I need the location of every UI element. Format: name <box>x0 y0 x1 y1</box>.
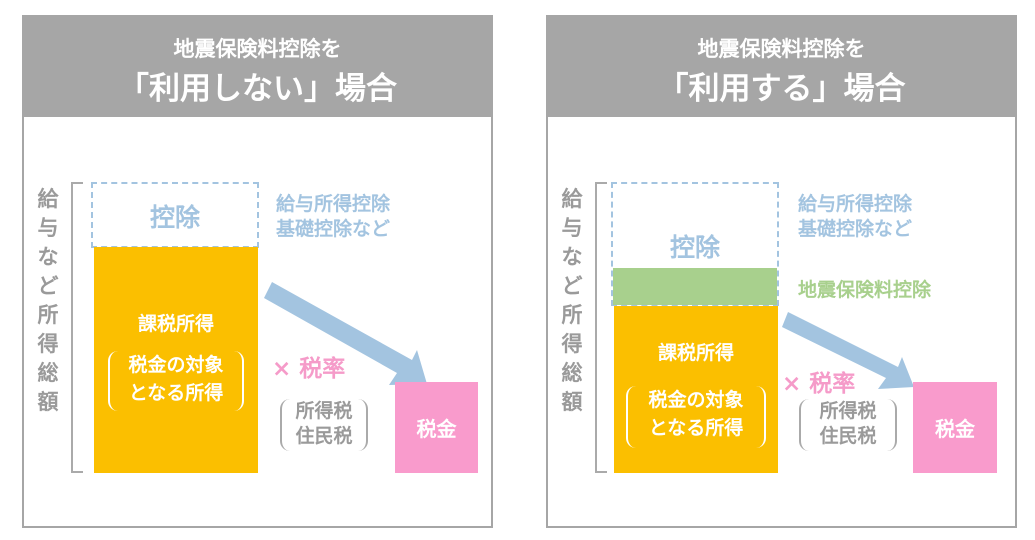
total-bracket <box>71 182 83 473</box>
tax-type-income: 所得税 <box>819 400 877 422</box>
panel-header: 地震保険料控除を 「利用しない」場合 <box>22 15 493 117</box>
deduction-note-2: 基礎控除など <box>798 218 913 240</box>
deduction-label: 控除 <box>669 233 720 262</box>
tax-types: 所得税 住民税 <box>799 399 897 451</box>
taxable-income-label: 課税所得 <box>657 342 734 364</box>
tax-rate-label: × 税率 <box>272 356 346 382</box>
total-income-label: 給与など所得総額 <box>37 187 59 414</box>
header-line1: 地震保険料控除を <box>697 37 866 61</box>
taxable-note-1: 税金の対象 <box>128 354 224 376</box>
total-bracket <box>595 182 607 473</box>
taxable-note-2: となる所得 <box>128 382 224 404</box>
panel-without-deduction: 地震保険料控除を 「利用しない」場合 給与など所得総額 控除 給与所得控除 基礎… <box>22 15 493 528</box>
tax-types: 所得税 住民税 <box>280 399 368 451</box>
taxable-income-box: 課税所得 税金の対象 となる所得 <box>614 306 778 473</box>
total-income-label: 給与など所得総額 <box>561 187 583 414</box>
deduction-note-1: 給与所得控除 <box>276 193 391 215</box>
tax-rate-label: × 税率 <box>782 371 856 397</box>
panel-with-deduction: 地震保険料控除を 「利用する」場合 給与など所得総額 控除 給与所得控除 基礎控… <box>546 15 1017 528</box>
header-line2: 「利用する」場合 <box>657 71 906 107</box>
taxable-note-1: 税金の対象 <box>648 389 744 411</box>
deduction-note-2: 基礎控除など <box>276 218 391 240</box>
panel-header: 地震保険料控除を 「利用する」場合 <box>546 15 1017 117</box>
tax-type-resident: 住民税 <box>819 425 877 447</box>
arrow-icon <box>782 312 914 389</box>
taxable-income-label: 課税所得 <box>137 313 214 335</box>
arrow-icon <box>264 282 427 385</box>
earthquake-deduction-label: 地震保険料控除 <box>798 279 932 301</box>
tax-box: 税金 <box>395 382 478 473</box>
header-line1: 地震保険料控除を <box>173 37 342 61</box>
taxable-note: 税金の対象 となる所得 <box>626 386 766 448</box>
earthquake-deduction-box <box>613 268 777 305</box>
taxable-income-box: 課税所得 税金の対象 となる所得 <box>94 247 258 473</box>
taxable-note: 税金の対象 となる所得 <box>108 351 244 411</box>
tax-box: 税金 <box>913 382 997 473</box>
deduction-note-1: 給与所得控除 <box>798 193 913 215</box>
deduction-box <box>611 182 779 306</box>
taxable-note-2: となる所得 <box>648 417 744 439</box>
deduction-label: 控除 <box>149 203 200 232</box>
tax-type-resident: 住民税 <box>295 425 353 447</box>
header-line2: 「利用しない」場合 <box>118 71 397 107</box>
tax-type-income: 所得税 <box>295 400 353 422</box>
